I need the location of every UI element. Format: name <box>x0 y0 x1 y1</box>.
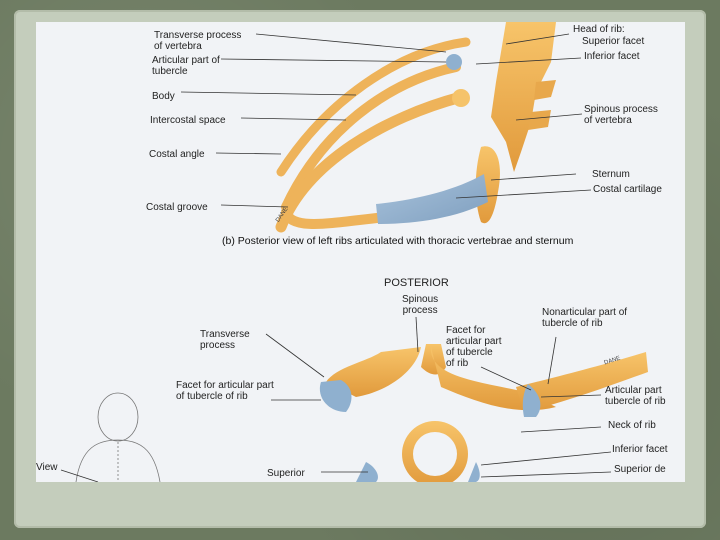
label-costal-cartilage: Costal cartilage <box>593 184 662 195</box>
label-costal-groove: Costal groove <box>146 202 208 213</box>
label-spinous-process-vertebra: Spinous process of vertebra <box>584 104 658 126</box>
label-superior: Superior <box>267 468 305 479</box>
label-head-of-rib: Head of rib: <box>573 24 625 35</box>
label-facet-articular-part: Facet for articular part of tubercle of … <box>176 380 274 402</box>
lower-leader-lines <box>60 316 612 482</box>
label-articular-part-tubercle-lower: Articular part tubercle of rib <box>605 385 666 407</box>
label-inferior-facet-lower: Inferior facet <box>612 444 668 455</box>
label-posterior: POSTERIOR <box>384 277 449 289</box>
upper-leader-lines <box>180 33 592 208</box>
label-intercostal-space: Intercostal space <box>150 115 226 126</box>
label-transverse-process: Transverse process <box>200 329 250 351</box>
label-superior-facet: Superior facet <box>582 36 645 47</box>
label-sternum: Sternum <box>592 169 630 180</box>
ribs <box>275 37 471 233</box>
vertebral-column <box>491 22 556 172</box>
rib-tubercle <box>452 89 470 107</box>
anatomy-photo: Transverse process of vertebra Articular… <box>36 22 685 482</box>
label-transverse-process-vertebra: Transverse process of vertebra <box>154 30 242 52</box>
label-inferior-facet: Inferior facet <box>584 51 640 62</box>
rib-illustration <box>60 22 648 482</box>
label-articular-part-tubercle: Articular part of tubercle <box>152 55 220 77</box>
label-spinous-process: Spinous process <box>402 294 439 316</box>
label-facet-articular-tubercle: Facet for articular part of tubercle of … <box>446 325 502 369</box>
label-superior-de: Superior de <box>614 464 666 475</box>
label-costal-angle: Costal angle <box>149 149 205 160</box>
label-neck-of-rib: Neck of rib <box>608 420 656 431</box>
label-nonarticular-tubercle: Nonarticular part of tubercle of rib <box>542 307 628 329</box>
label-view: View <box>36 462 58 473</box>
costal-cartilage <box>376 174 488 224</box>
label-body: Body <box>152 91 175 102</box>
rib-head-facet <box>446 54 462 70</box>
body-silhouette <box>75 392 161 482</box>
figure-caption: (b) Posterior view of left ribs articula… <box>222 235 574 247</box>
